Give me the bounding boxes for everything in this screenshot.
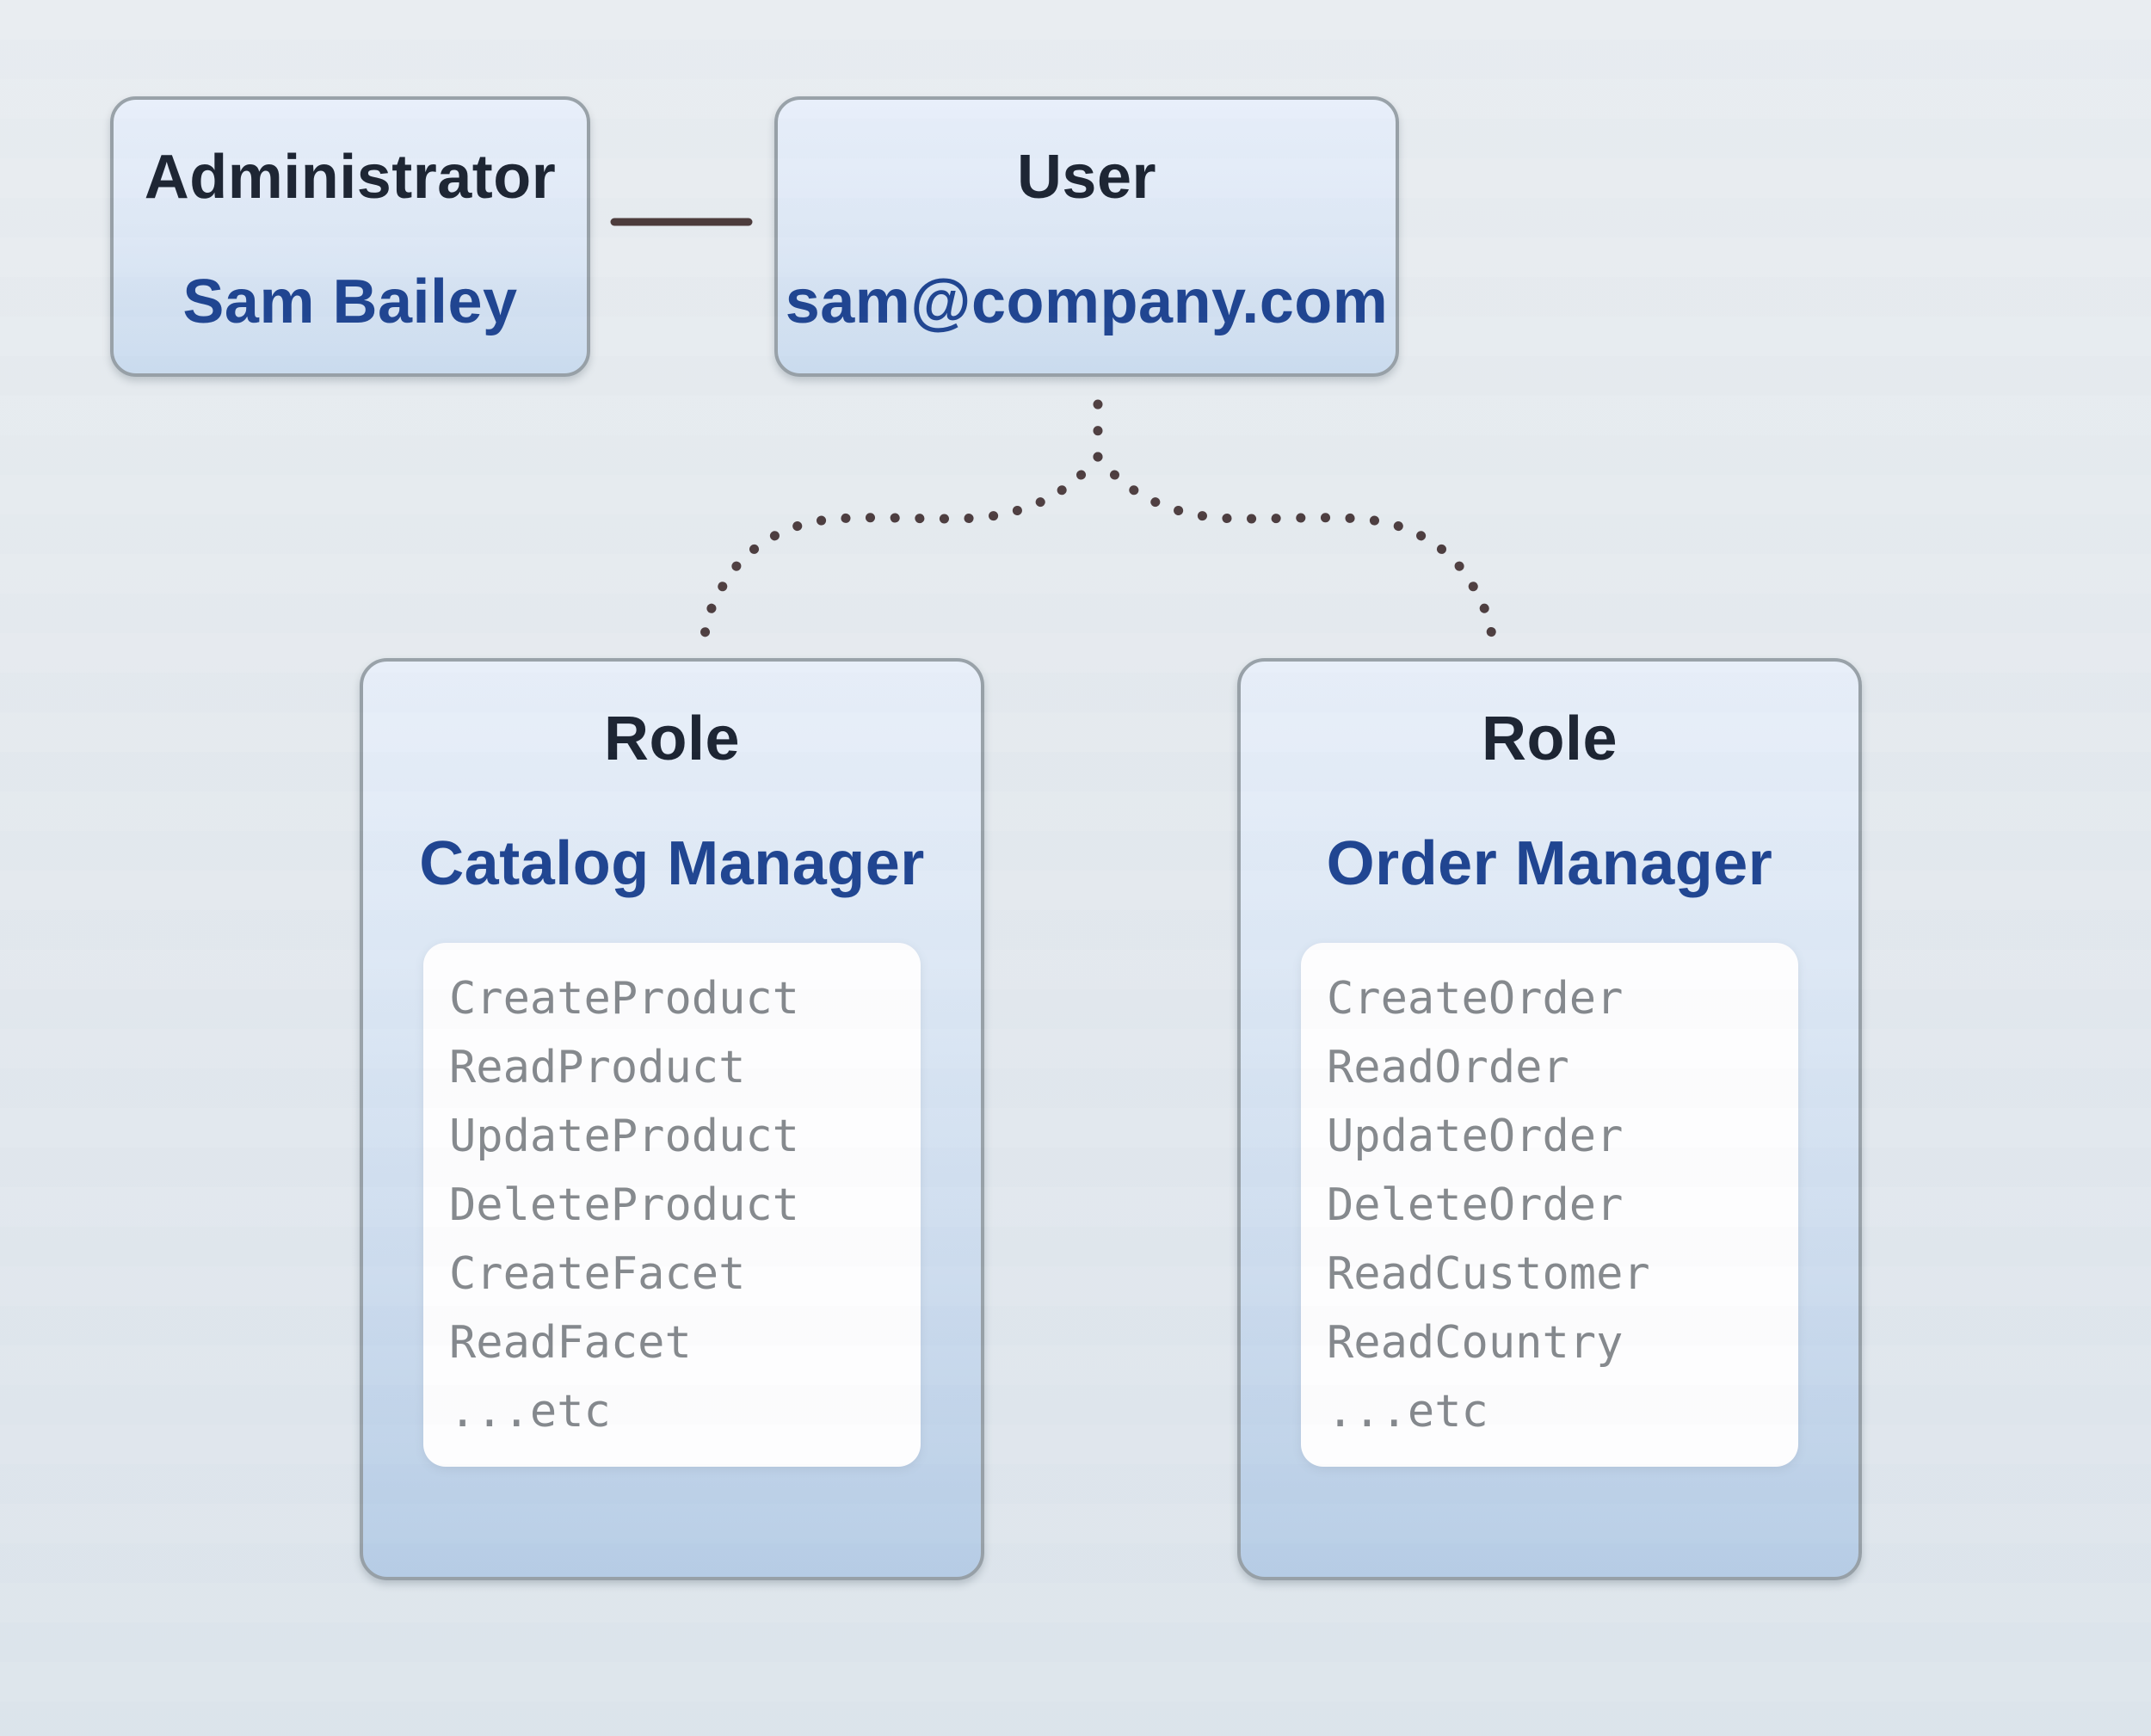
permission-item: ReadOrder <box>1327 1042 1569 1093</box>
permission-item: CreateProduct <box>449 973 799 1025</box>
administrator-box-title: Administrator <box>144 143 557 212</box>
permission-item: ReadCustomer <box>1327 1248 1650 1300</box>
permission-item: ...etc <box>449 1386 611 1437</box>
permission-item: ReadProduct <box>449 1042 746 1093</box>
role-name-order-manager: Order Manager <box>1326 829 1773 898</box>
user-box-title: User <box>1016 143 1157 212</box>
user-email: sam@company.com <box>785 268 1389 336</box>
permission-item: UpdateOrder <box>1327 1111 1624 1162</box>
permission-item: CreateOrder <box>1327 973 1624 1025</box>
administrator-name: Sam Bailey <box>182 268 518 336</box>
user-box: User sam@company.com <box>774 96 1399 377</box>
permission-item: UpdateProduct <box>449 1111 799 1162</box>
user-order-role-dotted-line <box>1093 452 1497 642</box>
role-box-title: Role <box>603 705 741 773</box>
permission-item: DeleteProduct <box>449 1179 799 1231</box>
permission-item: CreateFacet <box>449 1248 746 1300</box>
permission-item: ...etc <box>1327 1386 1488 1437</box>
role-name-catalog-manager: Catalog Manager <box>419 829 925 898</box>
permission-item: ReadFacet <box>449 1317 692 1369</box>
administrator-box: Administrator Sam Bailey <box>110 96 590 377</box>
permission-item: ReadCountry <box>1327 1317 1624 1369</box>
permission-item: DeleteOrder <box>1327 1179 1624 1231</box>
role-box-title: Role <box>1481 705 1618 773</box>
user-catalog-role-dotted-line <box>700 452 1103 642</box>
